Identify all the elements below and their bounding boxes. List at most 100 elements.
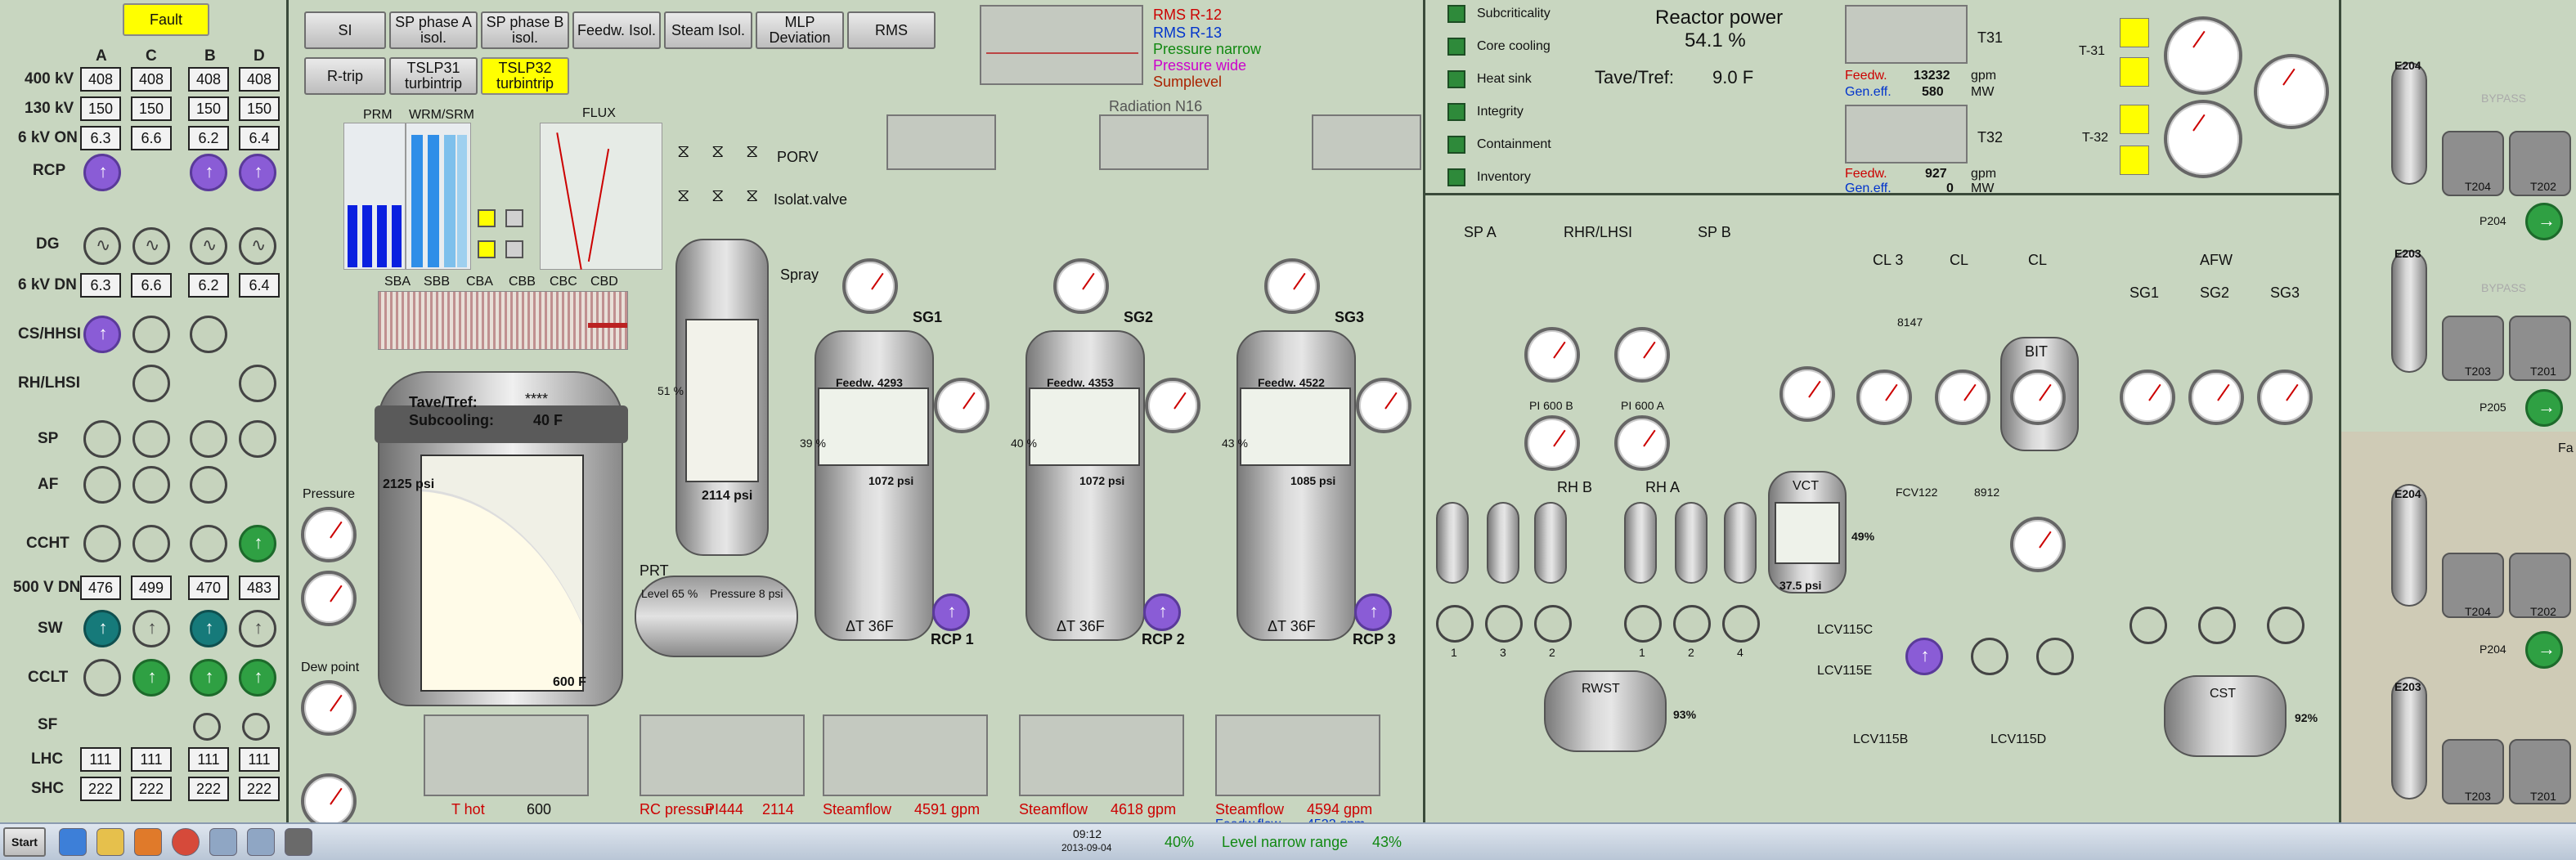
taskbar-date[interactable]: 2013-09-04 xyxy=(1061,842,1112,853)
heat-sink-led[interactable] xyxy=(1447,70,1465,88)
si-button[interactable]: SI xyxy=(304,11,386,49)
cclt-a-button[interactable] xyxy=(83,659,121,697)
eccs-pump-1b[interactable] xyxy=(1624,605,1662,643)
taskbar-clock[interactable]: 09:12 xyxy=(1073,827,1102,840)
cs-hhsi-a-button[interactable]: ↑ xyxy=(83,316,121,353)
eccs-pump-3[interactable] xyxy=(1485,605,1523,643)
window-icon-2[interactable] xyxy=(247,828,275,856)
sw-b-button[interactable]: ↑ xyxy=(190,610,227,647)
fault-indicator[interactable]: Fault xyxy=(123,3,209,36)
rcp2-pump-button[interactable]: ↑ xyxy=(1143,593,1181,631)
valve-icon[interactable]: ⧖ xyxy=(746,185,759,205)
sp-a-button[interactable] xyxy=(83,420,121,458)
valve-icon[interactable]: ⧖ xyxy=(746,141,759,161)
cst-level: 92% xyxy=(2295,711,2318,724)
valve-icon[interactable]: ⧖ xyxy=(677,141,690,161)
valve-icon[interactable]: ⧖ xyxy=(711,185,725,205)
sp-phase-a-isol-button[interactable]: SP phase A isol. xyxy=(389,11,478,49)
col-header-c: C xyxy=(146,47,157,65)
ccht-d-button[interactable]: ↑ xyxy=(239,525,276,562)
folder-icon[interactable] xyxy=(96,828,124,856)
vct-label: VCT xyxy=(1793,479,1819,493)
exchanger-e203-top xyxy=(2391,250,2427,373)
pump-p205-top[interactable]: → xyxy=(2525,389,2563,427)
eccs-pump-2b[interactable] xyxy=(1673,605,1711,643)
r-trip-button[interactable]: R-trip xyxy=(304,57,386,95)
sf-d-button[interactable] xyxy=(242,713,270,741)
rh-lhsi-d-button[interactable] xyxy=(239,365,276,402)
feedw-isol-button[interactable]: Feedw. Isol. xyxy=(572,11,661,49)
sp-b-button[interactable] xyxy=(190,420,227,458)
afw-pump-3[interactable] xyxy=(2267,607,2304,644)
af-b-button[interactable] xyxy=(190,466,227,504)
afw-pump-2[interactable] xyxy=(2198,607,2236,644)
afw-pump-1[interactable] xyxy=(2129,607,2167,644)
inventory-led[interactable] xyxy=(1447,168,1465,186)
valve-icon[interactable]: ⧖ xyxy=(677,185,690,205)
rcp3-pump-button[interactable]: ↑ xyxy=(1354,593,1392,631)
sp-d-button[interactable] xyxy=(239,420,276,458)
pump-p204-bottom[interactable]: → xyxy=(2525,631,2563,669)
start-button[interactable]: Start xyxy=(3,827,46,857)
vct-tank xyxy=(1768,471,1847,593)
cclt-b-button[interactable]: ↑ xyxy=(190,659,227,697)
media-player-icon[interactable] xyxy=(134,828,162,856)
dg-c-button[interactable]: ∿ xyxy=(132,227,170,265)
tslp32-turbintrip-button[interactable]: TSLP32 turbintrip xyxy=(481,57,569,95)
rcp-b-pump-button[interactable]: ↑ xyxy=(190,154,227,191)
steam-isol-button[interactable]: Steam Isol. xyxy=(664,11,752,49)
pressurizer-display xyxy=(685,319,759,482)
arrow-up-icon: ↑ xyxy=(147,617,157,638)
vessel-head xyxy=(375,405,628,443)
rcp-a-pump-button[interactable]: ↑ xyxy=(83,154,121,191)
af-a-button[interactable] xyxy=(83,466,121,504)
containment-led[interactable] xyxy=(1447,136,1465,154)
rcp3-label: RCP 3 xyxy=(1353,631,1396,647)
chrome-icon[interactable] xyxy=(172,828,200,856)
subcriticality-led[interactable] xyxy=(1447,5,1465,23)
tank-t202-bottom-label: T202 xyxy=(2530,605,2556,618)
eccs-pump-2[interactable] xyxy=(1534,605,1572,643)
pump-p204-top[interactable]: → xyxy=(2525,203,2563,240)
mlp-deviation-button[interactable]: MLP Deviation xyxy=(756,11,844,49)
charging-pump-2[interactable] xyxy=(1971,638,2008,675)
cs-hhsi-c-button[interactable] xyxy=(132,316,170,353)
cclt-c-button[interactable]: ↑ xyxy=(132,659,170,697)
cs-hhsi-b-button[interactable] xyxy=(190,316,227,353)
tslp31-turbintrip-button[interactable]: TSLP31 turbintrip xyxy=(389,57,478,95)
eccs-pump-1[interactable] xyxy=(1436,605,1474,643)
ie-icon[interactable] xyxy=(59,828,87,856)
core-cooling-led[interactable] xyxy=(1447,38,1465,56)
rcp-d-pump-button[interactable]: ↑ xyxy=(239,154,276,191)
rh-lhsi-c-button[interactable] xyxy=(132,365,170,402)
window-icon-3[interactable] xyxy=(285,828,312,856)
wrm-bar xyxy=(411,135,423,267)
eccs-pump-4[interactable] xyxy=(1722,605,1760,643)
charging-pump-3[interactable] xyxy=(2036,638,2074,675)
pi600a-label: PI 600 A xyxy=(1621,399,1664,412)
sf-b-button[interactable] xyxy=(193,713,221,741)
integrity-led[interactable] xyxy=(1447,103,1465,121)
cl-gauge xyxy=(1935,370,1990,425)
charging-pump-1[interactable]: ↑ xyxy=(1905,638,1943,675)
sw-a-button[interactable]: ↑ xyxy=(83,610,121,647)
dg-b-button[interactable]: ∿ xyxy=(190,227,227,265)
ccht-b-button[interactable] xyxy=(190,525,227,562)
valve-icon[interactable]: ⧖ xyxy=(711,141,725,161)
value-lhc-c: 111 xyxy=(131,747,172,772)
rcp1-pump-button[interactable]: ↑ xyxy=(932,593,970,631)
sp-c-button[interactable] xyxy=(132,420,170,458)
af-c-button[interactable] xyxy=(132,466,170,504)
pump-number-1b: 1 xyxy=(1639,646,1645,659)
rms-button[interactable]: RMS xyxy=(847,11,936,49)
ccht-c-button[interactable] xyxy=(132,525,170,562)
row-label-dg: DG xyxy=(36,235,60,253)
sp-phase-b-isol-button[interactable]: SP phase B isol. xyxy=(481,11,569,49)
sw-d-button[interactable]: ↑ xyxy=(239,610,276,647)
dg-a-button[interactable]: ∿ xyxy=(83,227,121,265)
window-icon-1[interactable] xyxy=(209,828,237,856)
sw-c-button[interactable]: ↑ xyxy=(132,610,170,647)
ccht-a-button[interactable] xyxy=(83,525,121,562)
dg-d-button[interactable]: ∿ xyxy=(239,227,276,265)
cclt-d-button[interactable]: ↑ xyxy=(239,659,276,697)
